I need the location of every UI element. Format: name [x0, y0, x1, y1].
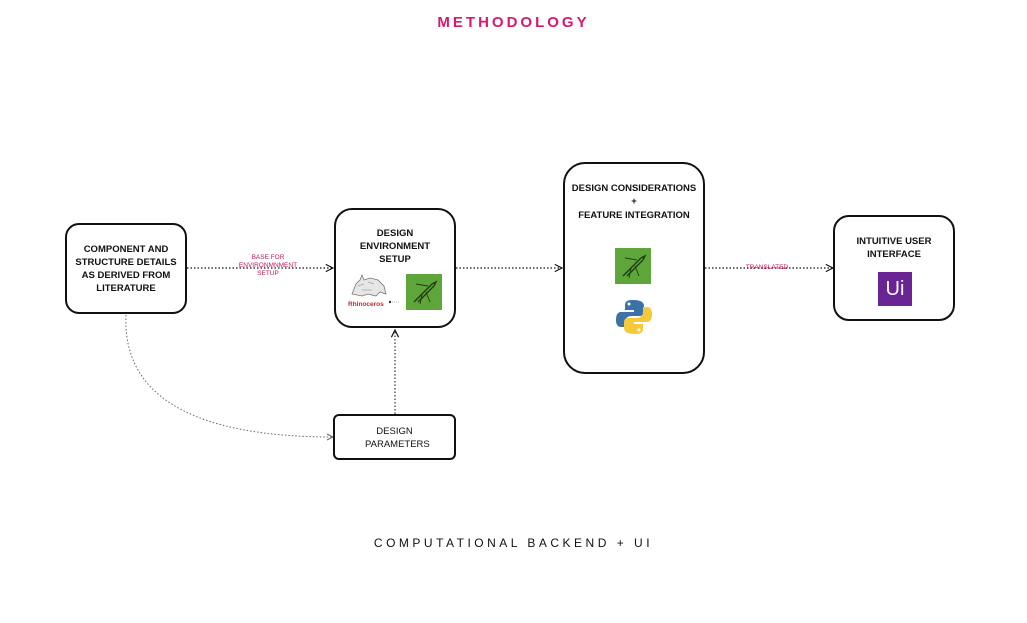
- adobe-xd-ui-icon: Ui: [878, 272, 912, 306]
- python-icon: [615, 298, 653, 336]
- small-arrow-icon: [388, 291, 402, 304]
- edge-literature-to-params: [125, 314, 333, 437]
- edge-label-translated: TRANSLATED: [745, 264, 789, 271]
- ui-icon-text: Ui: [885, 278, 905, 300]
- node-literature-label: COMPONENT AND STRUCTURE DETAILS AS DERIV…: [75, 244, 177, 294]
- rhinoceros-logo-icon: Rhinoceros: [348, 272, 392, 312]
- node-literature: COMPONENT AND STRUCTURE DETAILS AS DERIV…: [65, 223, 187, 314]
- node-design-considerations-line3: FEATURE INTEGRATION: [578, 210, 690, 221]
- node-design-environment-label: DESIGN ENVIRONMENT SETUP: [359, 228, 431, 265]
- grasshopper-icon: [615, 248, 651, 284]
- node-intuitive-ui-label: INTUITIVE USER INTERFACE: [856, 236, 932, 260]
- rhinoceros-logo-label: Rhinoceros: [348, 301, 384, 308]
- node-intuitive-ui: INTUITIVE USER INTERFACE Ui: [833, 215, 955, 321]
- node-design-considerations-line2: +: [631, 196, 637, 207]
- page-title: METHODOLOGY: [437, 14, 590, 31]
- node-design-parameters-label: DESIGN PARAMETERS: [365, 426, 430, 450]
- edge-label-base-for-env: BASE FOR ENVIRONMNMENT SETUP: [238, 254, 298, 277]
- node-design-environment: DESIGN ENVIRONMENT SETUP Rhinoceros: [334, 208, 456, 328]
- node-design-parameters: DESIGN PARAMETERS: [333, 414, 456, 460]
- node-design-considerations-line1: DESIGN CONSIDERATIONS: [571, 183, 697, 194]
- footer-caption: COMPUTATIONAL BACKEND + UI: [373, 536, 654, 550]
- grasshopper-icon: [406, 274, 442, 310]
- node-design-considerations: DESIGN CONSIDERATIONS + FEATURE INTEGRAT…: [563, 162, 705, 374]
